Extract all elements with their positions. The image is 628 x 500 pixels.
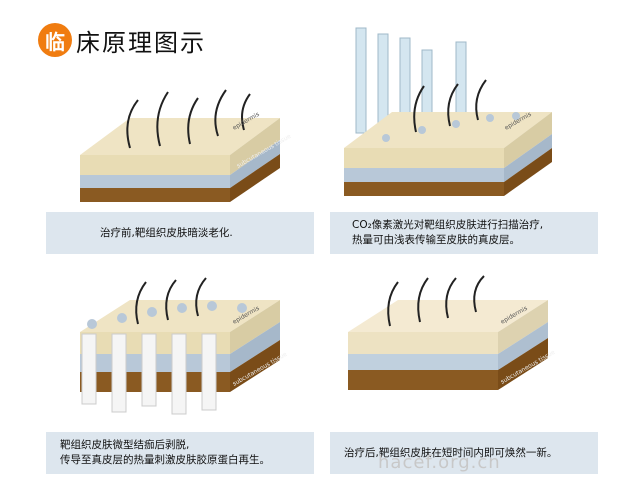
panel-laser-scanning: epidermis CO₂像素激光对靶组织皮肤进行扫描治疗, 热量可由浅表传输至… bbox=[326, 20, 602, 254]
skin-block-scab-illustration: epidermis subcutaneous tissue bbox=[80, 277, 289, 415]
watermark: hacef.org.cn bbox=[378, 452, 501, 473]
caption: 靶组织皮肤微型结痂后剥脱, 传导至真皮层的热量刺激皮肤胶原蛋白再生。 bbox=[46, 432, 314, 474]
caption: 治疗前,靶组织皮肤暗淡老化. bbox=[46, 212, 314, 254]
caption: 治疗后,靶组织皮肤在短时间内即可焕然一新。 bbox=[330, 432, 598, 474]
caption: CO₂像素激光对靶组织皮肤进行扫描治疗, 热量可由浅表传输至皮肤的真皮层。 bbox=[330, 212, 598, 254]
skin-block-illustration: epidermis subcutaneous tissue bbox=[80, 89, 293, 202]
page-title: 临 床原理图示 bbox=[38, 20, 206, 60]
panel-before-treatment: epidermis subcutaneous tissue 治疗前,靶组织皮肤暗… bbox=[42, 60, 318, 260]
title-badge: 临 bbox=[38, 23, 72, 57]
panel-scab-peeling: epidermis subcutaneous tissue 靶组织皮肤微型结痂后… bbox=[42, 272, 318, 474]
skin-block-laser-illustration: epidermis bbox=[344, 27, 552, 196]
panel-after-treatment: epidermis subcutaneous tissue 治疗后,靶组织皮肤在… bbox=[326, 272, 602, 474]
title-text: 床原理图示 bbox=[76, 28, 206, 57]
skin-block-renewed-illustration: epidermis subcutaneous tissue bbox=[348, 275, 557, 390]
